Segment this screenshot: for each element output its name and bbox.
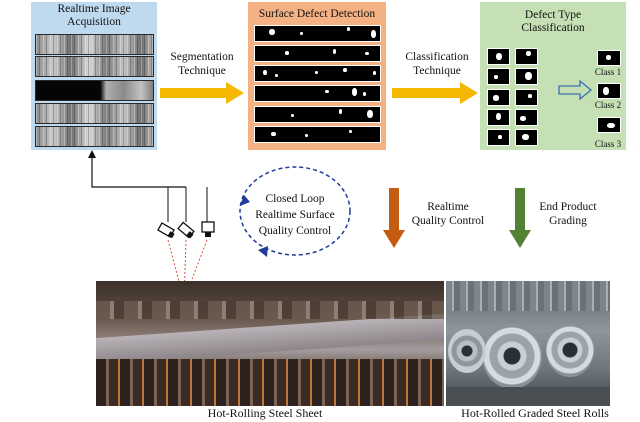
defect-mask-strip xyxy=(254,65,381,82)
class2-label: Class 2 xyxy=(594,100,622,110)
image-strip xyxy=(35,126,154,147)
acquisition-title: Realtime Image Acquisition xyxy=(57,3,131,28)
defect-thumbnail xyxy=(487,68,510,85)
steel-rolls-caption: Hot-Rolled Graded Steel Rolls xyxy=(461,406,609,420)
classification-panel: Defect Type Classification Class 1 Class… xyxy=(480,2,626,150)
quality-control-arrow xyxy=(383,188,405,248)
defect-thumbnail xyxy=(487,89,510,106)
detection-title: Surface Defect Detection xyxy=(258,8,376,20)
image-strip xyxy=(35,56,154,77)
camera-icon xyxy=(157,222,175,239)
quality-control-label: Realtime Quality Control xyxy=(411,201,485,227)
defect-thumbnail xyxy=(487,48,510,65)
defect-thumbnail xyxy=(515,48,538,65)
grading-label: End Product Grading xyxy=(539,201,597,227)
image-strip xyxy=(35,80,154,101)
defect-thumbnail xyxy=(487,109,510,126)
defect-thumbnail xyxy=(515,109,538,126)
acquisition-panel: Realtime Image Acquisition xyxy=(31,2,157,150)
class3-example xyxy=(597,117,621,133)
defect-mask-strip xyxy=(254,106,381,123)
class1-example xyxy=(597,50,621,66)
defect-mask-strip xyxy=(254,126,381,143)
defect-mask-strip xyxy=(254,45,381,62)
image-strip xyxy=(35,103,154,124)
class1-label: Class 1 xyxy=(594,67,622,77)
defect-mask-strip xyxy=(254,85,381,102)
class3-label: Class 3 xyxy=(594,139,622,149)
defect-thumbnail xyxy=(515,68,538,85)
defect-thumbnail xyxy=(487,129,510,146)
hot-rolling-photo xyxy=(96,281,444,406)
closed-loop-label: Closed Loop Realtime Surface Quality Con… xyxy=(255,193,335,237)
image-strip xyxy=(35,34,154,55)
classification-title: Defect Type Classification xyxy=(521,9,585,34)
segmentation-label: Segmentation Technique xyxy=(170,51,234,77)
defect-mask-strip xyxy=(254,25,381,42)
steel-rolls-photo xyxy=(446,281,610,406)
classification-technique-label: Classification Technique xyxy=(405,51,469,77)
class2-example xyxy=(597,83,621,99)
camera-icon xyxy=(177,221,195,239)
defect-thumbnail xyxy=(515,89,538,106)
camera-icon xyxy=(201,221,215,237)
hollow-arrow-icon xyxy=(558,80,592,100)
detection-panel: Surface Defect Detection xyxy=(248,2,386,150)
segmentation-arrow xyxy=(160,82,244,104)
grading-arrow xyxy=(509,188,531,248)
defect-thumbnail xyxy=(515,129,538,146)
hot-rolling-caption: Hot-Rolling Steel Sheet xyxy=(207,406,323,420)
classification-arrow xyxy=(392,82,478,104)
closed-loop-circle xyxy=(239,166,351,257)
